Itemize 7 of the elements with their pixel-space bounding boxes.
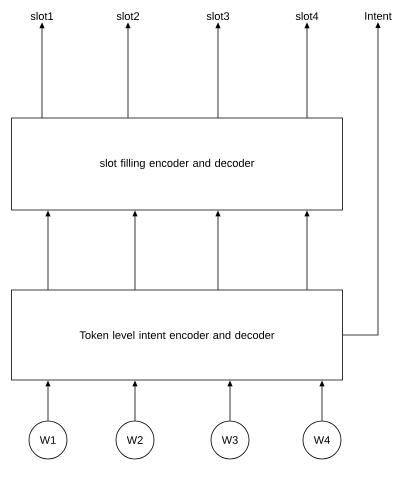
output-label: slot1	[30, 12, 54, 20]
process-box: slot filling encoder and decoder	[11, 118, 343, 210]
output-label: slot4	[296, 12, 318, 20]
output-label: slot2	[116, 12, 140, 20]
output-label: Intent	[365, 12, 392, 20]
output-label: slot3	[206, 12, 230, 20]
process-box: Token level intent encoder and decoder	[11, 290, 343, 380]
